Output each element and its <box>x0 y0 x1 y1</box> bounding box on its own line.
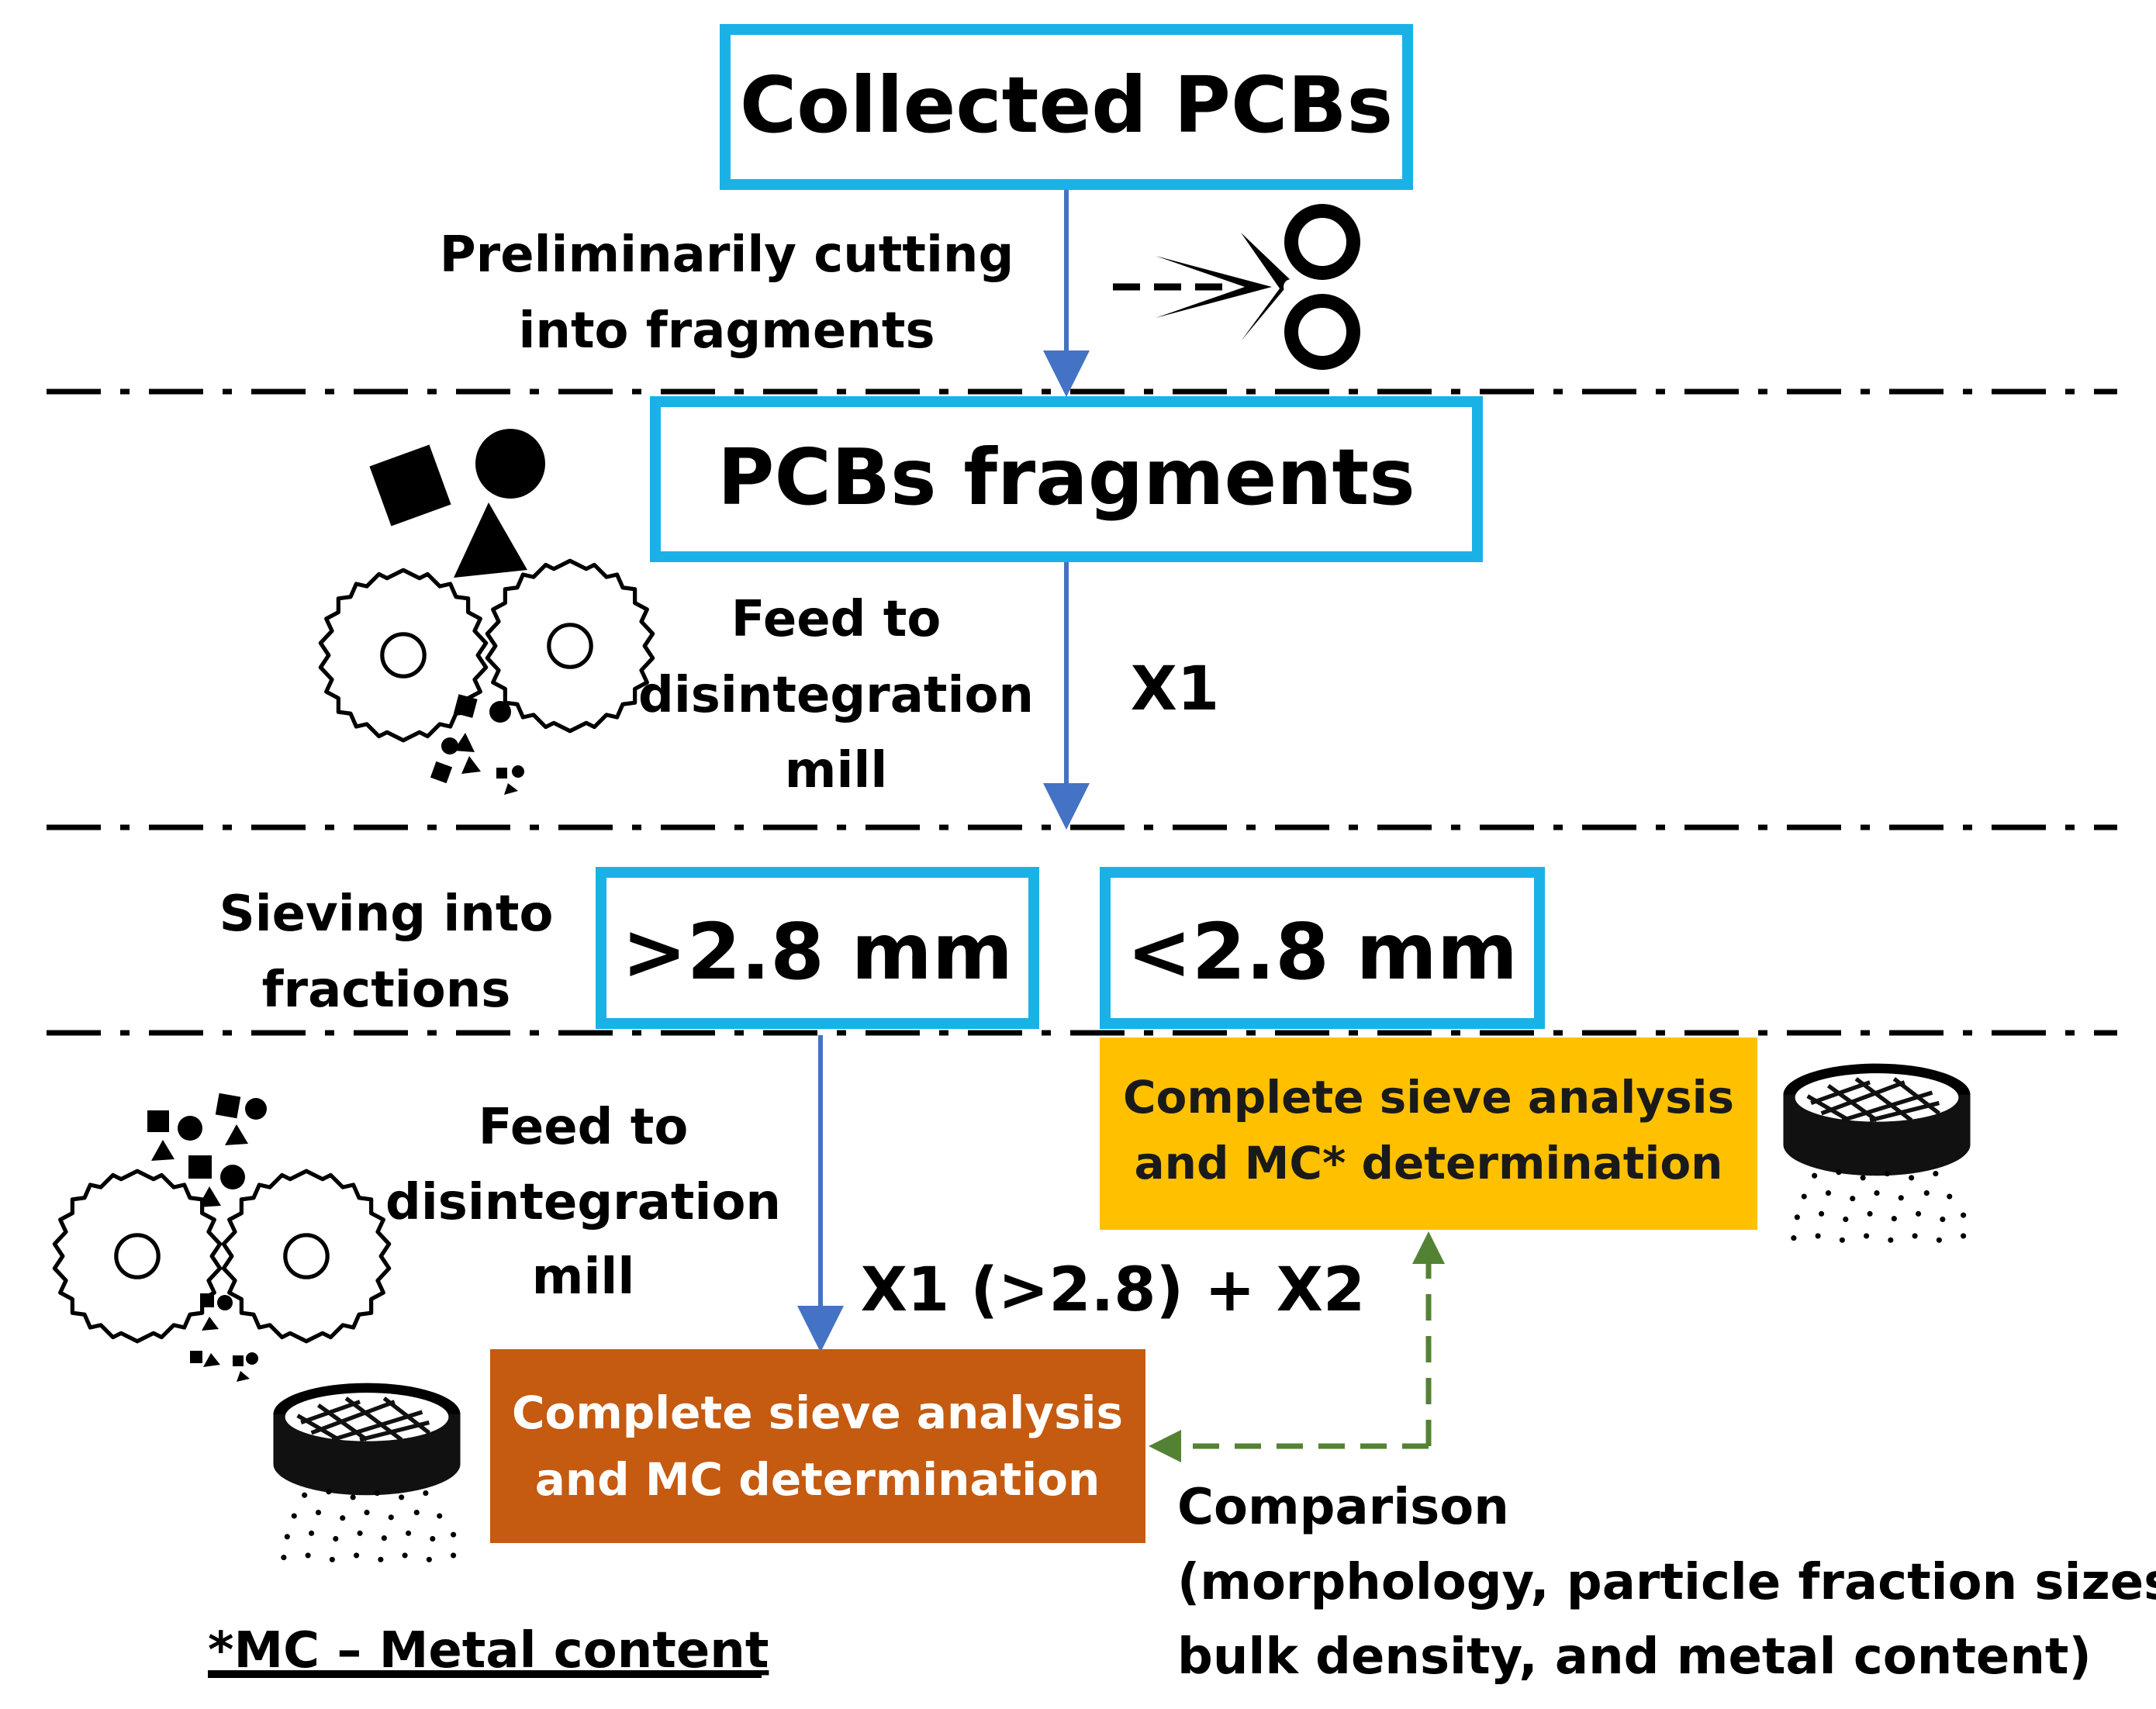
pcbs-fragments-label: PCBs fragments <box>717 432 1415 523</box>
comparison-line2: (morphology, particle fraction sizes, <box>1177 1554 2156 1611</box>
orange-analysis-line1: Complete sieve analysis <box>512 1386 1123 1439</box>
yellow-analysis-line1: Complete sieve analysis <box>1123 1071 1734 1124</box>
yellow-analysis-node: Complete sieve analysis and MC* determin… <box>1100 1037 1757 1230</box>
footnote: *MC – Metal content <box>208 1622 769 1680</box>
feed2-line3: mill <box>532 1248 635 1306</box>
feed2-line2: disintegration <box>385 1174 781 1231</box>
cutting-label-line2: into fragments <box>518 302 935 360</box>
comparison-line3: bulk density, and metal content) <box>1177 1628 2092 1686</box>
scissors-icon <box>1113 204 1360 370</box>
cutting-label-line1: Preliminarily cutting <box>440 226 1014 284</box>
fraction-small-label: <2.8 mm <box>1127 906 1518 997</box>
yellow-analysis-line2: and MC* determination <box>1135 1137 1723 1189</box>
sieving-line2: fractions <box>262 962 511 1019</box>
orange-analysis-line2: and MC determination <box>535 1453 1100 1506</box>
feed1-line1: Feed to <box>731 591 942 648</box>
x1-label: X1 <box>1131 654 1219 724</box>
collected-pcbs-label: Collected PCBs <box>740 60 1393 150</box>
sieve-icon-right <box>1783 1064 1970 1243</box>
sieve-icon-left <box>273 1383 460 1562</box>
mill-icon-2 <box>54 1093 389 1382</box>
fraction-large-node: >2.8 mm <box>596 867 1039 1029</box>
comparison-line1: Comparison <box>1177 1479 1509 1536</box>
pcbs-fragments-node: PCBs fragments <box>650 396 1483 562</box>
fraction-large-label: >2.8 mm <box>622 906 1013 997</box>
x1x2-label: X1 (>2.8) + X2 <box>861 1255 1365 1325</box>
collected-pcbs-node: Collected PCBs <box>720 24 1413 190</box>
feed1-line2: disintegration <box>638 667 1034 724</box>
orange-analysis-node: Complete sieve analysis and MC determina… <box>490 1349 1145 1543</box>
fraction-small-node: <2.8 mm <box>1100 867 1545 1029</box>
comparison-connector <box>1149 1231 1445 1462</box>
mill-icon-1 <box>320 429 652 795</box>
sieving-line1: Sieving into <box>219 886 554 943</box>
feed2-line1: Feed to <box>479 1099 689 1156</box>
feed1-line3: mill <box>785 742 888 799</box>
